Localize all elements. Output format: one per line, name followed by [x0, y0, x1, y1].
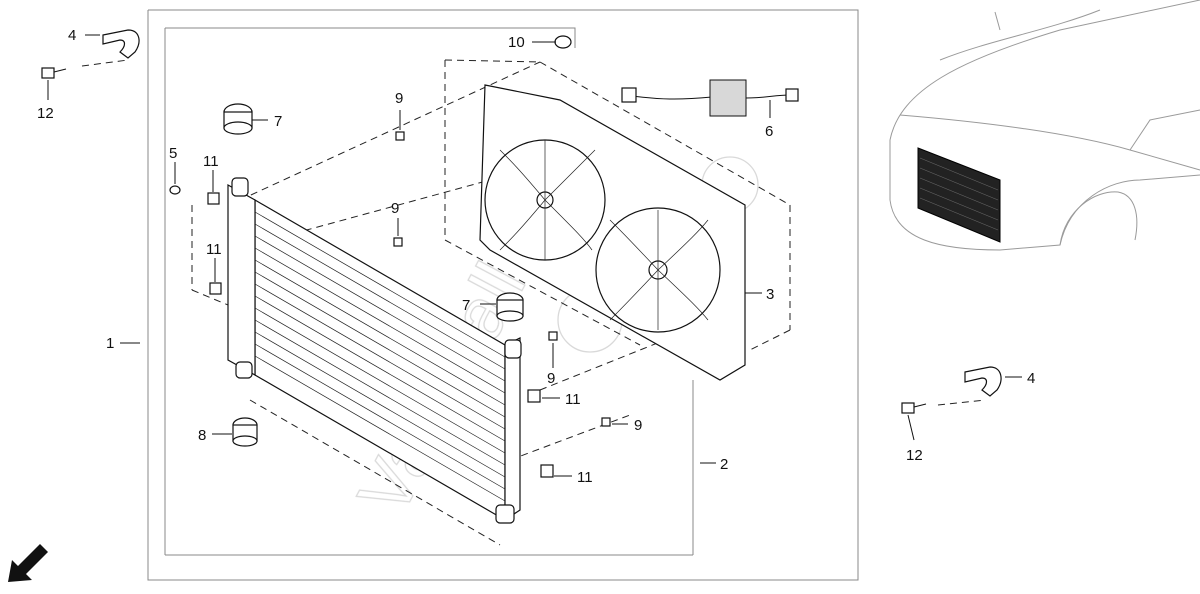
callout-5: 5 [169, 145, 177, 162]
callout-7-lower: 7 [462, 297, 470, 314]
fan-wiring-harness [621, 79, 799, 117]
callout-12-left: 12 [37, 105, 54, 122]
rubber-mount-7-upper [223, 103, 253, 135]
rubber-mount-7-lower [496, 292, 524, 322]
assembly-frame [147, 9, 859, 581]
callout-labels: 1 2 3 4 4 5 6 7 7 8 9 9 9 9 10 11 11 11 … [37, 27, 1035, 486]
clip-10 [554, 35, 572, 49]
car-locator-illustration [889, 0, 1200, 251]
nut-5 [169, 185, 181, 195]
callout-7-upper: 7 [274, 113, 282, 130]
callout-1: 1 [106, 335, 114, 352]
callout-10: 10 [508, 34, 525, 51]
fan-blades-left [499, 140, 596, 260]
radiator [227, 177, 522, 524]
callout-11-d: 11 [577, 469, 593, 486]
bracket-4-left [102, 29, 140, 59]
callout-11-c: 11 [565, 391, 581, 408]
callout-9-b: 9 [391, 200, 399, 217]
callout-9-a: 9 [395, 90, 403, 107]
bolt-12-left [41, 67, 67, 79]
callout-9-d: 9 [634, 417, 642, 434]
fan-shroud [479, 84, 746, 381]
drain-plug-8 [232, 417, 258, 447]
callout-4-right: 4 [1027, 370, 1035, 387]
front-direction-arrow-icon [8, 544, 48, 582]
leader-lines [47, 34, 1022, 477]
car-radiator-highlight [917, 147, 1001, 243]
callout-12-right: 12 [906, 447, 923, 464]
callout-11-a: 11 [203, 153, 219, 170]
bracket-4-right [964, 366, 1002, 397]
radiator-fins [254, 211, 506, 502]
retainer-clips-11 [207, 192, 554, 478]
callout-4-left: 4 [68, 27, 76, 44]
callout-2: 2 [720, 456, 728, 473]
fan-blades-right [609, 210, 709, 330]
callout-6: 6 [765, 123, 773, 140]
bolt-12-right [901, 402, 927, 414]
callout-9-c: 9 [547, 370, 555, 387]
callout-3: 3 [766, 286, 774, 303]
callout-11-b: 11 [206, 241, 222, 258]
callout-8: 8 [198, 427, 206, 444]
screws-9 [393, 131, 611, 427]
